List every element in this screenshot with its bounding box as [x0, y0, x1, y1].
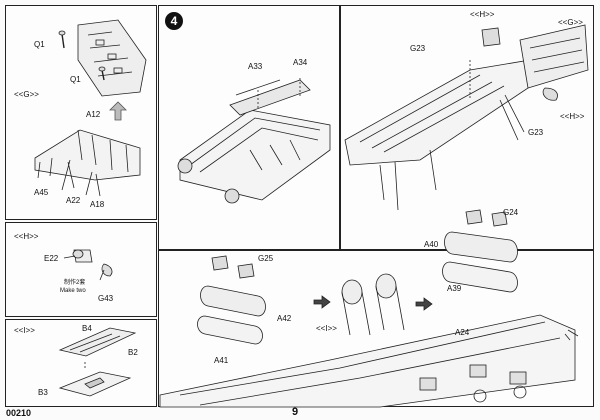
label-a24: A24: [455, 328, 470, 337]
label-a22: A22: [66, 196, 81, 205]
label-b2: B2: [128, 348, 138, 357]
label-g23-left: G23: [410, 44, 426, 53]
label-make-two-en: Make two: [60, 288, 86, 294]
label-h-ref-top: <<H>>: [470, 10, 495, 19]
label-g24: G24: [503, 208, 519, 217]
label-b4: B4: [82, 324, 92, 333]
h-part-drawing: [63, 249, 113, 281]
label-a45: A45: [34, 188, 49, 197]
i-part-drawing: [58, 327, 137, 397]
page-number: 9: [292, 406, 299, 418]
label-a40: A40: [424, 240, 439, 249]
label-i-ref: <<I>>: [14, 326, 35, 335]
footer-code: 00210: [6, 408, 32, 418]
label-g43: G43: [98, 294, 114, 303]
label-a39: A39: [447, 284, 462, 293]
label-g-ref-left: <<G>>: [14, 90, 39, 99]
panel-h-subassembly: [5, 222, 157, 317]
label-a12: A12: [86, 110, 101, 119]
g-bracket-assembly: [34, 129, 141, 197]
label-g-ref-top: <<G>>: [558, 18, 583, 27]
step-number-badge: 4: [165, 12, 183, 30]
q1-pins: [58, 30, 106, 81]
label-h-ref: <<H>>: [14, 232, 39, 241]
label-a41: A41: [214, 356, 229, 365]
label-g25: G25: [258, 254, 274, 263]
tanks-drawing: [159, 209, 579, 408]
g-bracket-plate: [77, 19, 147, 97]
label-g23-right: G23: [528, 128, 544, 137]
label-make-two-cn: 制作2套: [64, 280, 86, 286]
label-a33: A33: [248, 62, 263, 71]
label-e22: E22: [44, 254, 59, 263]
label-q1-bottom: Q1: [70, 75, 81, 84]
label-a18: A18: [90, 200, 105, 209]
label-a42: A42: [277, 314, 292, 323]
label-i-ref-lower: <<I>>: [316, 324, 337, 333]
label-a34: A34: [293, 58, 308, 67]
step4-chassis-drawing: [177, 78, 331, 204]
label-q1-top: Q1: [34, 40, 45, 49]
frame-drawing: [344, 24, 589, 211]
label-b3: B3: [38, 388, 48, 397]
label-h-ref-right: <<H>>: [560, 112, 585, 121]
